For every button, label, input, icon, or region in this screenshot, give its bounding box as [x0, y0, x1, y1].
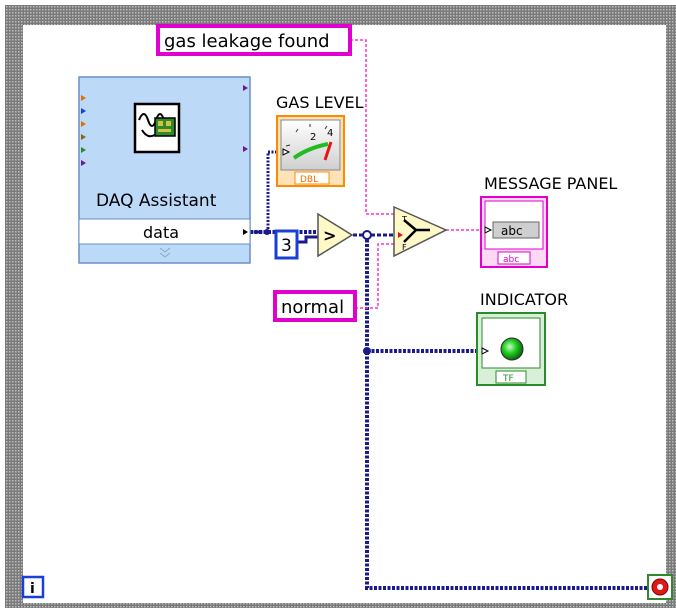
greater-than-comparator[interactable]: >	[317, 212, 354, 258]
wire-junction	[363, 347, 371, 355]
expand-chevron-icon[interactable]	[159, 247, 171, 258]
svg-text:4: 4	[327, 128, 333, 139]
svg-text:F: F	[402, 243, 407, 252]
wire-junction	[362, 230, 372, 240]
wire-junction	[264, 229, 270, 235]
leak-message-constant[interactable]: gas leakage found	[156, 24, 352, 56]
selector-terminal	[398, 232, 403, 238]
data-output-row[interactable]	[78, 218, 251, 245]
gas-level-indicator[interactable]: 2 4 DBL	[276, 115, 345, 187]
normal-message-text: normal	[281, 297, 344, 318]
while-loop[interactable]	[5, 5, 676, 608]
output-terminals	[243, 85, 248, 152]
select-function[interactable]: T F	[393, 205, 448, 258]
gauge-icon	[285, 124, 333, 161]
gas-level-type: DBL	[300, 175, 318, 185]
threshold-text: 3	[281, 236, 292, 256]
indicator-type: TF	[502, 374, 514, 384]
gas-level-label: GAS LEVEL	[276, 93, 364, 112]
input-terminal	[484, 226, 493, 234]
comparator-symbol: >	[323, 226, 336, 245]
iteration-symbol: i	[30, 581, 35, 597]
message-panel-label: MESSAGE PANEL	[484, 174, 617, 193]
led-icon	[500, 337, 524, 361]
select-icon	[403, 219, 430, 243]
boolean-wire[interactable]	[353, 233, 648, 590]
daq-assistant[interactable]: DAQ Assistant data	[78, 76, 251, 264]
message-type: abc	[503, 255, 519, 265]
svg-text:2: 2	[310, 132, 316, 143]
data-output-label: data	[143, 223, 179, 242]
data-terminal	[243, 229, 248, 235]
daq-icon	[133, 102, 181, 154]
string-wire[interactable]	[350, 39, 484, 309]
input-terminal	[481, 347, 490, 355]
indicator-label: INDICATOR	[480, 290, 568, 309]
message-panel-indicator[interactable]: abc abc	[480, 196, 548, 268]
boolean-indicator[interactable]: TF	[476, 312, 546, 386]
input-terminal	[282, 148, 291, 156]
loop-iteration-terminal[interactable]: i	[21, 575, 45, 599]
svg-text:T: T	[401, 215, 407, 224]
leak-message-text: gas leakage found	[164, 31, 330, 52]
threshold-constant[interactable]: 3	[274, 229, 299, 260]
input-terminals	[81, 95, 86, 166]
stop-condition-terminal[interactable]	[647, 574, 673, 600]
daq-title: DAQ Assistant	[96, 191, 217, 211]
message-display: abc	[501, 224, 523, 238]
normal-message-constant[interactable]: normal	[273, 290, 357, 322]
